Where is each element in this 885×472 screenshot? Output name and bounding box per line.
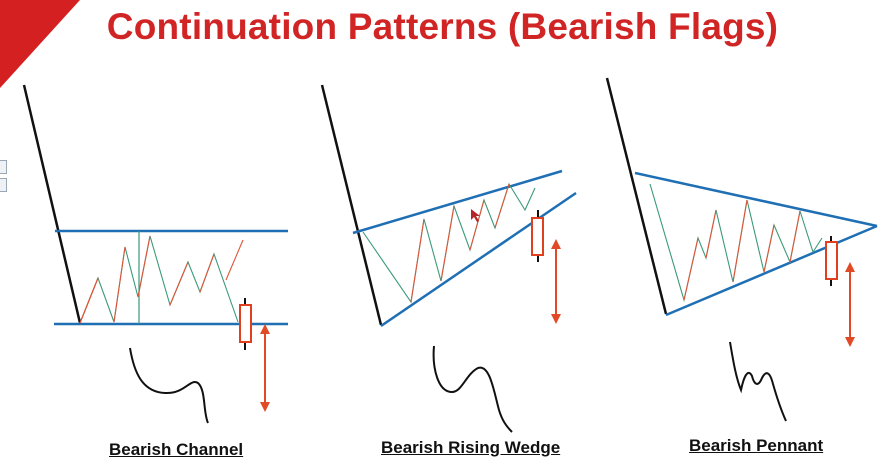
breakout-candle bbox=[239, 304, 252, 343]
price-rise-segment bbox=[169, 261, 189, 306]
arrow-head-up bbox=[551, 239, 561, 249]
wedge-lower-line bbox=[380, 191, 577, 328]
price-rise-segment bbox=[79, 277, 99, 324]
pennant-upper-line bbox=[634, 171, 878, 228]
price-rise-segment bbox=[789, 210, 801, 263]
price-rise-segment bbox=[137, 235, 151, 298]
wedge-upper-line bbox=[352, 169, 563, 235]
price-rise-segment bbox=[683, 237, 699, 301]
bearish-rising-wedge-diagram bbox=[320, 84, 577, 433]
price-path bbox=[362, 182, 536, 304]
flagpole-line bbox=[22, 84, 82, 324]
flagpole-line bbox=[605, 77, 668, 315]
pattern-label-pennant: Bearish Pennant bbox=[689, 436, 824, 455]
price-rise-segment bbox=[732, 199, 748, 283]
arrow-head-down bbox=[260, 402, 270, 412]
price-path bbox=[79, 235, 239, 324]
price-rise-segment bbox=[113, 246, 126, 323]
side-tab bbox=[0, 178, 7, 192]
price-rise-segment bbox=[494, 183, 510, 229]
price-rise-segment bbox=[705, 209, 717, 259]
arrow-head-up bbox=[845, 262, 855, 272]
hand-sketch bbox=[129, 347, 209, 424]
pattern-label-rising-wedge: Bearish Rising Wedge bbox=[381, 438, 561, 457]
price-rise-segment bbox=[410, 218, 425, 303]
pennant-lower-line bbox=[665, 224, 878, 317]
side-tab bbox=[0, 160, 7, 174]
page-title: Continuation Patterns (Bearish Flags) bbox=[106, 6, 779, 47]
bearish-pennant-diagram bbox=[605, 77, 878, 422]
arrow-head-up bbox=[260, 324, 270, 334]
price-rise-segment bbox=[763, 224, 775, 273]
pattern-label-channel: Bearish Channel bbox=[109, 440, 244, 459]
breakout-candle bbox=[825, 241, 838, 280]
cursor-icon bbox=[471, 209, 480, 222]
flagpole-line bbox=[320, 84, 383, 326]
breakout-candle bbox=[531, 217, 544, 256]
bearish-channel-diagram bbox=[22, 84, 288, 424]
hand-sketch bbox=[729, 341, 787, 422]
corner-decoration bbox=[0, 0, 80, 88]
arrow-head-down bbox=[845, 337, 855, 347]
price-rise-segment bbox=[225, 239, 244, 281]
price-rise-segment bbox=[440, 205, 455, 282]
arrow-head-down bbox=[551, 314, 561, 324]
hand-sketch bbox=[432, 345, 513, 433]
price-rise-segment bbox=[199, 253, 215, 293]
price-rise-segment bbox=[469, 199, 485, 251]
price-path bbox=[649, 183, 823, 303]
